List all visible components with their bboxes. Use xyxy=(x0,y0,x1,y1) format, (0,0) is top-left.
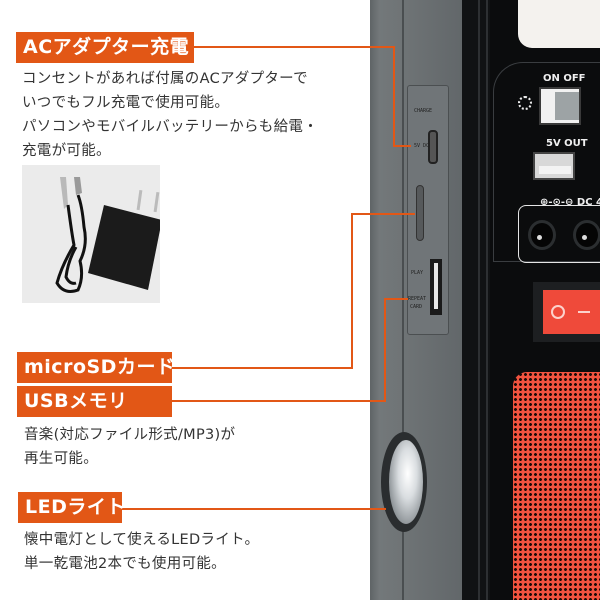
speaker-grille xyxy=(513,372,600,600)
connector-line-ac xyxy=(393,145,411,147)
adapter-cable-image xyxy=(22,165,160,303)
device-groove xyxy=(478,0,480,600)
microsd-header: microSDカード xyxy=(17,352,175,383)
card-label: CARD xyxy=(410,304,423,310)
power-rocker-switch[interactable] xyxy=(543,290,600,334)
repeat-label: REPEAT xyxy=(408,296,427,302)
usb-memory-port xyxy=(430,259,442,315)
connector-line-microsd xyxy=(351,213,415,215)
led-light-description: 懐中電灯として使えるLEDライト。 単一乾電池2本でも使用可能。 xyxy=(24,528,259,576)
desc-line: コンセントがあれば付属のACアダプターで xyxy=(22,71,308,87)
led-light-lens xyxy=(389,440,423,524)
ac-adapter-photo xyxy=(22,165,160,303)
dc-jack-panel xyxy=(518,205,600,263)
charge-label: CHARGE xyxy=(414,108,433,114)
light-icon xyxy=(518,96,532,110)
ac-adapter-header: ACアダプター充電 xyxy=(16,32,194,63)
off-symbol-icon xyxy=(551,305,565,319)
microsd-slot xyxy=(416,185,424,241)
connector-line-microsd xyxy=(351,213,353,369)
desc-line: パソコンやモバイルバッテリーからも給電・ xyxy=(22,119,318,135)
desc-line: いつでもフル充電で使用可能。 xyxy=(22,95,230,111)
desc-line: 単一乾電池2本でも使用可能。 xyxy=(24,556,226,572)
connector-line-microsd xyxy=(172,367,353,369)
switch-label: ON OFF xyxy=(543,73,586,84)
led-light-header: LEDライト xyxy=(18,492,125,523)
desc-line: 再生可能。 xyxy=(24,451,98,467)
connector-line-ac xyxy=(194,46,394,48)
connector-line-usb xyxy=(172,400,385,402)
usb-memory-description: 音楽(対応ファイル形式/MP3)が 再生可能。 xyxy=(24,423,235,471)
control-panel-outline xyxy=(493,62,600,262)
desc-line: 懐中電灯として使えるLEDライト。 xyxy=(24,532,260,548)
connector-line-usb xyxy=(384,298,386,402)
dc-jack xyxy=(573,220,600,250)
connector-line-ac xyxy=(393,46,395,147)
desc-line: 充電が可能。 xyxy=(22,143,111,159)
usb-memory-header: USBメモリ xyxy=(17,386,172,417)
ac-adapter-description: コンセントがあれば付属のACアダプターで いつでもフル充電で使用可能。 パソコン… xyxy=(22,67,318,163)
light-switch[interactable] xyxy=(539,87,581,125)
dc-label: ⊕-⊙-⊖ DC 4 xyxy=(540,197,600,208)
dc-in-label: 5V DC xyxy=(414,143,430,149)
desc-line: 音楽(対応ファイル形式/MP3)が xyxy=(24,427,236,443)
connector-line-usb xyxy=(384,298,408,300)
device-side-edge xyxy=(402,0,404,600)
play-label: PLAY xyxy=(411,270,424,276)
device-groove xyxy=(486,0,488,600)
usb-out-port xyxy=(533,152,575,180)
micro-usb-port xyxy=(428,130,438,164)
connector-line-led xyxy=(120,508,386,510)
display-window xyxy=(518,0,600,48)
on-symbol-icon xyxy=(578,311,590,313)
device-port-cover xyxy=(407,85,449,335)
dc-jack xyxy=(528,220,556,250)
usb-out-label: 5V OUT xyxy=(546,138,588,149)
